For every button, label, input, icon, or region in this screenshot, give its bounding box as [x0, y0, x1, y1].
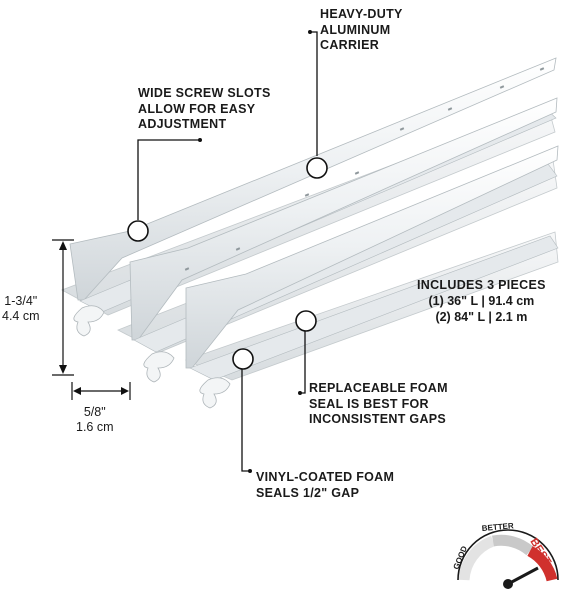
gauge-label-better: BETTER [481, 521, 514, 533]
screw-slots [184, 67, 545, 271]
callout-line: VINYL-COATED FOAM [256, 470, 395, 484]
piece-line: (1) 36" L | 91.4 cm [428, 294, 535, 308]
callout-screw-slots: WIDE SCREW SLOTS ALLOW FOR EASY ADJUSTME… [138, 86, 271, 133]
gauge-pivot [503, 579, 513, 589]
callout-lines [137, 31, 318, 472]
height-dimension-arrow [52, 239, 74, 376]
callout-line: ALUMINUM [320, 22, 391, 37]
callout-vinyl-coated-foam: VINYL-COATED FOAM SEALS 1/2" GAP [256, 470, 394, 501]
callout-line: SEAL IS BEST FOR [309, 396, 429, 411]
weatherstrip-piece [184, 145, 559, 409]
callout-line: HEAVY-DUTY [320, 7, 403, 21]
height-imperial: 1-3/4" [4, 294, 38, 308]
callout-line: INCONSISTENT GAPS [309, 412, 447, 426]
width-imperial: 5/8" [83, 405, 106, 419]
callout-line: ADJUSTMENT [138, 117, 227, 131]
height-metric: 4.4 cm [2, 309, 40, 323]
callout-line: REPLACEABLE FOAM [309, 381, 448, 395]
width-metric: 1.6 cm [76, 420, 114, 434]
best-segment [527, 546, 558, 582]
callout-line: SEALS 1/2" GAP [256, 485, 360, 500]
width-arrowheads [73, 387, 129, 395]
height-dimension-label: 1-3/4" 4.4 cm [2, 294, 40, 324]
width-dimension-label: 5/8" 1.6 cm [76, 405, 114, 435]
includes-box: INCLUDES 3 PIECES (1) 36" L | 91.4 cm (2… [417, 277, 546, 325]
rating-gauge [457, 529, 559, 589]
piece-line: (2) 84" L | 2.1 m [435, 310, 528, 324]
callout-markers [127, 157, 328, 370]
callout-line: ALLOW FOR EASY [138, 101, 256, 116]
gauge-needle [507, 566, 539, 586]
callout-dots [198, 30, 312, 473]
callout-replaceable-foam: REPLACEABLE FOAM SEAL IS BEST FOR INCONS… [309, 381, 448, 428]
callout-line: CARRIER [320, 38, 380, 52]
height-arrowheads [59, 241, 67, 374]
callout-line: WIDE SCREW SLOTS [138, 86, 271, 100]
width-dimension-arrow [71, 382, 131, 400]
callout-aluminum-carrier: HEAVY-DUTY ALUMINUM CARRIER [320, 7, 403, 54]
includes-heading: INCLUDES 3 PIECES [417, 278, 546, 292]
